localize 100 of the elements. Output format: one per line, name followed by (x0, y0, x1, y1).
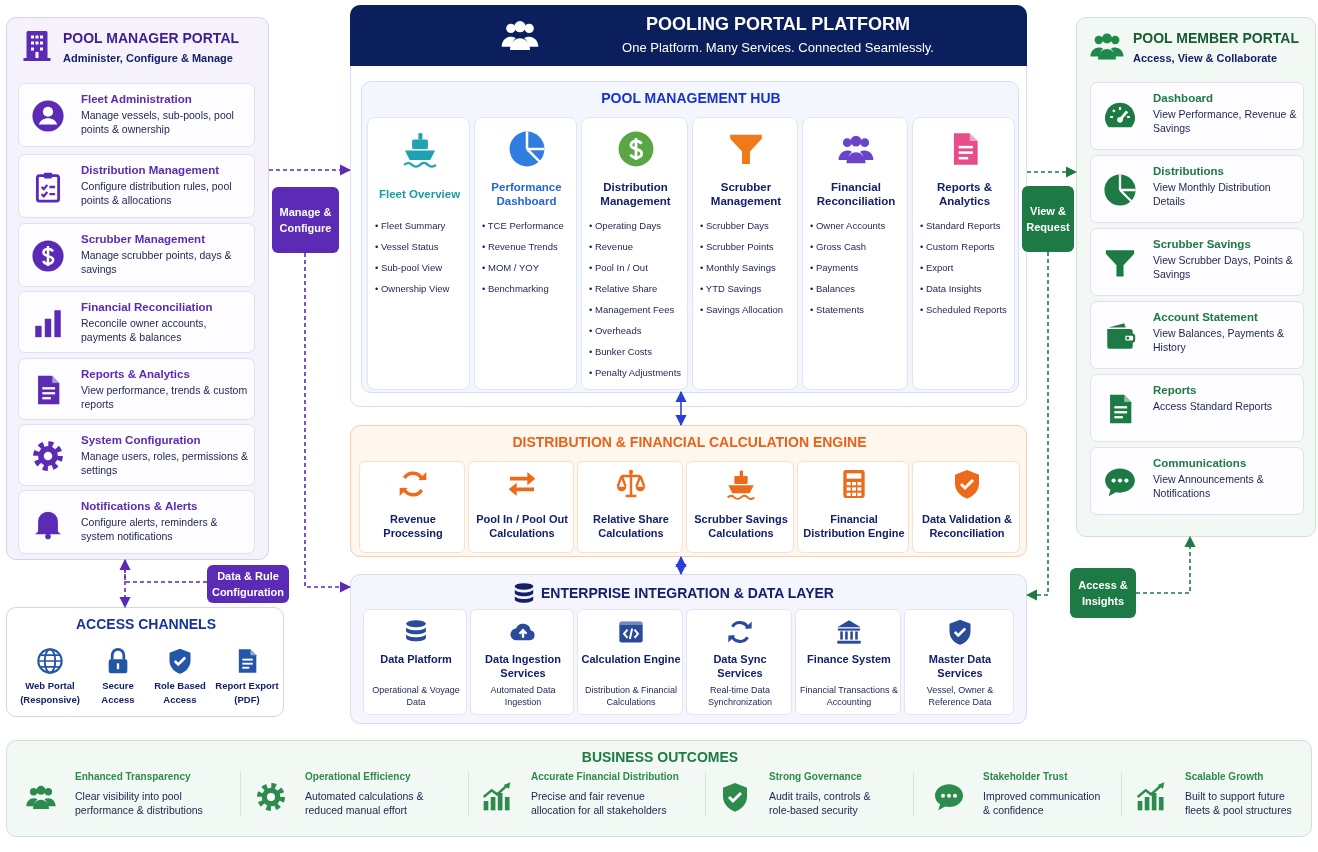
card-description: Vessel, Owner & Reference Data (925, 684, 995, 708)
module-card (474, 117, 577, 390)
card-description: Access Standard Reports (1153, 399, 1274, 413)
module-card (802, 117, 908, 390)
feature-card (18, 358, 255, 420)
card-description: View performance, trends & custom reports (81, 383, 249, 411)
bullet-item: • Relative Share (589, 283, 659, 295)
card-description: Manage scrubber points, days & savings (81, 248, 233, 276)
feature-card (1090, 374, 1304, 442)
feature-card (18, 490, 255, 554)
portal-panel (6, 17, 269, 560)
card-title: Strong Governance (769, 771, 863, 782)
bullet-item: • Payments (810, 262, 860, 274)
bullet-item: • Benchmarking (482, 283, 550, 295)
bullet-item: • Overheads (589, 325, 643, 337)
card-title: Reports & Analytics (81, 368, 191, 380)
feature-card (1090, 447, 1304, 515)
section-title: POOL MANAGEMENT HUB (600, 90, 782, 106)
card-title: Dashboard (1153, 92, 1215, 104)
engine-card (577, 461, 683, 553)
card-title: Performance Dashboard (490, 180, 563, 209)
card-title: Data Sync Services (712, 652, 768, 680)
section-title: POOLING PORTAL PLATFORM (645, 13, 911, 35)
section-title: DISTRIBUTION & FINANCIAL CALCULATION ENGINE (511, 434, 868, 450)
bullet-item: • Balances (810, 283, 857, 295)
card-title: Fleet Administration (81, 93, 193, 105)
card-title: Calculation Engine (581, 652, 681, 666)
section-title: ACCESS CHANNELS (75, 616, 217, 632)
feature-card (18, 424, 255, 486)
feature-card (1090, 301, 1304, 369)
card-title: Enhanced Transparency (75, 771, 192, 782)
card-title: Financial Distribution Engine (802, 512, 906, 540)
card-description: View Announcements & Notifications (1153, 472, 1265, 500)
card-title: Scrubber Savings (1153, 238, 1252, 250)
connector-line (124, 559, 208, 583)
card-title: Distribution Management (599, 180, 672, 209)
layer-panel (350, 425, 1027, 557)
card-title: Distribution Management (81, 164, 220, 176)
module-card (581, 117, 688, 390)
card-description: View Scrubber Days, Points & Savings (1153, 253, 1294, 281)
layer-panel (361, 81, 1019, 393)
engine-card (686, 461, 794, 553)
arrow (1026, 166, 1078, 178)
card-description: Built to support future fleets & pool structures (1185, 789, 1293, 817)
engine-card (359, 461, 465, 553)
layer-panel (6, 607, 284, 717)
bullet-item: • Scrubber Points (700, 241, 775, 253)
section-title: BUSINESS OUTCOMES (580, 749, 740, 765)
service-card (470, 609, 574, 715)
section-title: POOL MANAGER PORTAL (63, 30, 241, 46)
arrow (1135, 535, 1196, 594)
card-title: Web Portal (Responsive) (20, 679, 80, 707)
arrow (675, 555, 687, 576)
arrow (1025, 251, 1049, 601)
card-title: Relative Share Calculations (592, 512, 670, 540)
bullet-item: • Bunker Costs (589, 346, 653, 358)
card-title: Data Validation & Reconciliation (921, 512, 1013, 540)
layer-panel (6, 740, 1312, 837)
engine-card (912, 461, 1020, 553)
module-card (912, 117, 1015, 390)
card-title: Secure Access (100, 679, 136, 707)
flow-badge: Access & Insights (1070, 568, 1136, 618)
service-card (904, 609, 1014, 715)
card-title: Financial Reconciliation (81, 301, 214, 313)
card-title: Role Based Access (153, 679, 207, 707)
bullet-item: • Scheduled Reports (920, 304, 1008, 316)
bullet-item: • Statements (810, 304, 866, 316)
bullet-item: • Fleet Summary (375, 220, 447, 232)
card-description: Real-time Data Synchronization (706, 684, 773, 708)
card-description: Automated calculations & reduced manual effort (305, 789, 425, 817)
card-title: Scrubber Savings Calculations (693, 512, 789, 540)
card-title: Scrubber Management (81, 233, 206, 245)
card-title: Accurate Financial Distribution (531, 771, 680, 782)
card-title: Data Platform (379, 652, 453, 666)
section-subtitle: One Platform. Many Services. Connected Seamlessly. (621, 39, 935, 55)
card-description: Clear visibility into pool performance & distributions (75, 789, 204, 817)
card-title: System Configuration (81, 434, 202, 446)
card-description: Audit trails, controls & role-based security (769, 789, 872, 817)
card-title: Data Ingestion Services (484, 652, 562, 680)
bullet-item: • Standard Reports (920, 220, 1002, 232)
card-title: Master Data Services (927, 652, 993, 680)
flow-badge: View & Request (1022, 186, 1074, 252)
card-title: Distributions (1153, 165, 1225, 177)
section-title: POOL MEMBER PORTAL (1133, 30, 1300, 46)
card-description: Financial Transactions & Accounting (799, 684, 899, 708)
bullet-item: • Revenue Trends (482, 241, 559, 253)
card-title: Reports (1153, 384, 1198, 396)
feature-card (18, 291, 255, 353)
section-subtitle: Access, View & Collaborate (1133, 52, 1279, 64)
service-card (577, 609, 683, 715)
bullet-item: • Export (920, 262, 955, 274)
feature-card (1090, 228, 1304, 296)
bullet-item: • Savings Allocation (700, 304, 785, 316)
feature-card (18, 83, 255, 147)
card-title: Reports & Analytics (936, 180, 993, 209)
card-description: Operational & Voyage Data (371, 684, 461, 708)
card-title: Pool In / Pool Out Calculations (475, 512, 569, 540)
bullet-item: • TCE Performance (482, 220, 565, 232)
card-description: Improved communication & confidence (983, 789, 1102, 817)
card-description: Automated Data Ingestion (489, 684, 557, 708)
